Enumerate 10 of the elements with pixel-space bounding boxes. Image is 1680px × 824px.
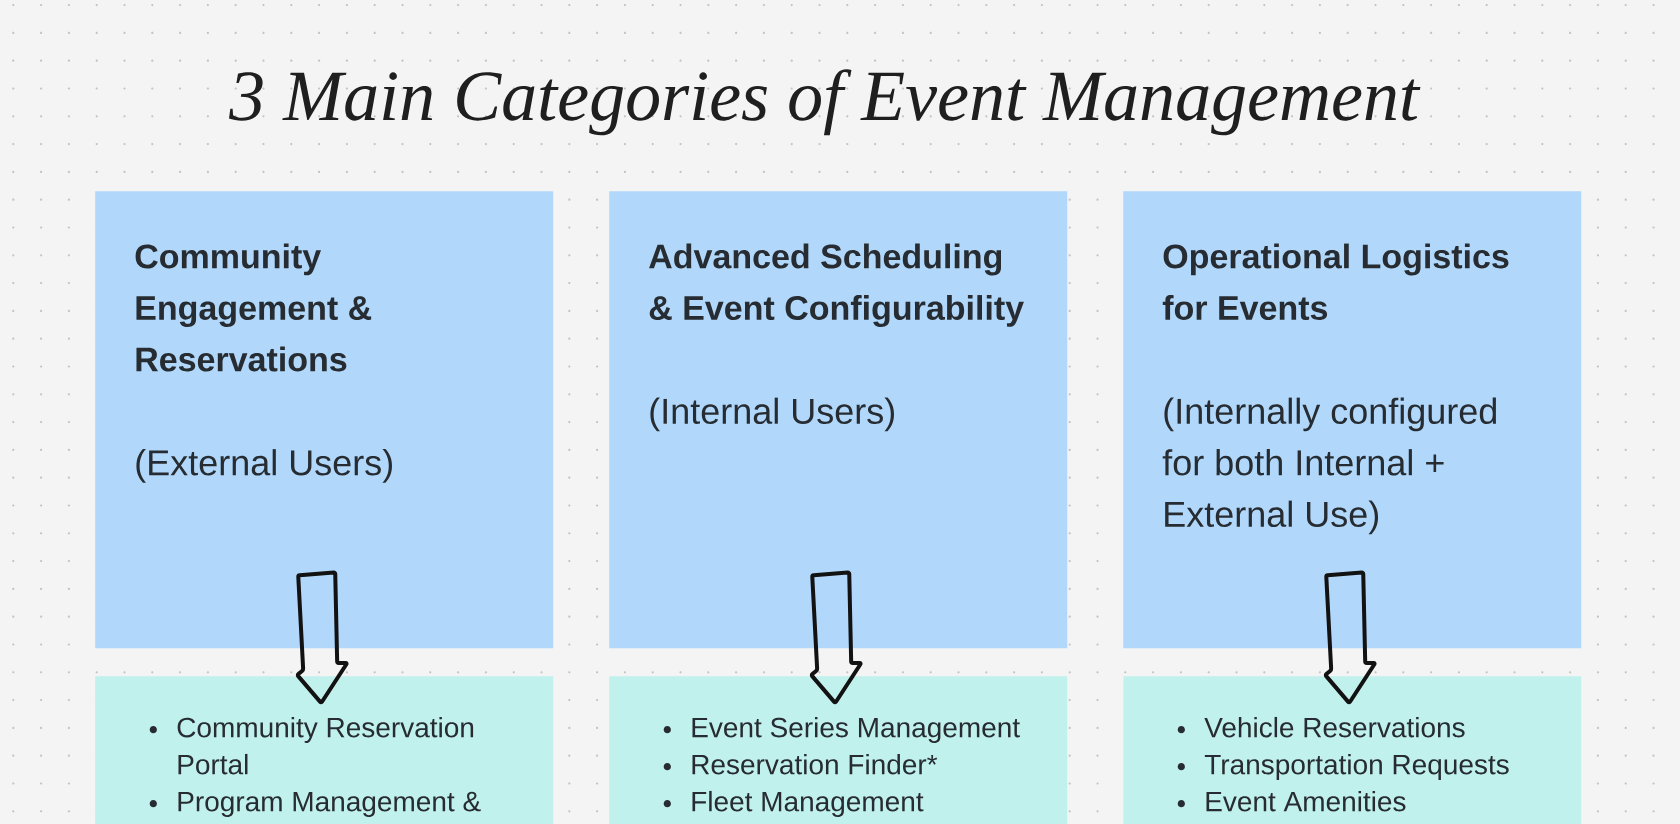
block-arrow: [809, 570, 863, 705]
feature-list-card: Event Series Management Reservation Finder* Fleet Management: [609, 676, 1068, 824]
title: 3 Main Categories of Event Management: [229, 69, 1421, 136]
feature-list-card: Vehicle Reservations Transportation Requests Event Amenities: [1123, 676, 1582, 824]
category-card: Operational Logistics for Events (Internally configured for both Internal + External Use): [1123, 191, 1582, 649]
category-card: Advanced Scheduling & Event Configurability (Internal Users): [609, 191, 1068, 649]
block-arrow: [295, 570, 349, 705]
block-arrow: [1323, 570, 1377, 705]
feature-list-card: Community Reservation Portal Program Management &: [95, 676, 554, 824]
category-card: Community Engagement & Reservations (External Users): [95, 191, 554, 649]
